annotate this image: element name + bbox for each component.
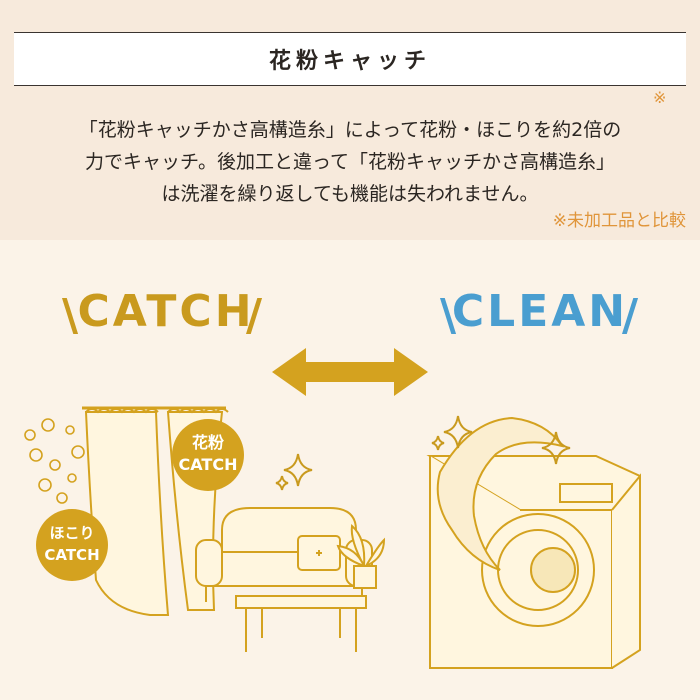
title-bar: 花粉キャッチ xyxy=(14,32,686,86)
pollen-catch-badge xyxy=(172,419,244,491)
pollen-badge-label: 花粉 CATCH xyxy=(172,432,244,476)
dust-catch-badge xyxy=(36,509,108,581)
dust-badge-line-1: ほこり xyxy=(49,524,95,542)
description-text: 「花粉キャッチかさ高構造糸」によって花粉・ほこりを約2倍の 力でキャッチ。後加工… xyxy=(0,114,700,210)
catch-heading: CATCH xyxy=(77,286,255,337)
sparkle-icon xyxy=(275,453,313,491)
description-line-2: 力でキャッチ。後加工と違って「花粉キャッチかさ高構造糸」 xyxy=(84,151,616,173)
pollen-badge-line-1: 花粉 xyxy=(191,433,224,452)
plant-icon xyxy=(336,524,386,589)
clean-heading: CLEAN xyxy=(451,286,629,337)
pollen-badge-line-2: CATCH xyxy=(178,455,238,474)
clean-slash-left: \ xyxy=(440,290,457,341)
illustration-scene xyxy=(24,348,641,669)
footnote: ※未加工品と比較 xyxy=(552,211,686,231)
catch-slash-right: / xyxy=(246,290,263,341)
dust-badge-line-2: CATCH xyxy=(44,546,100,564)
description-line-1: 「花粉キャッチかさ高構造糸」によって花粉・ほこりを約2倍の xyxy=(78,119,622,141)
catch-slash-left: \ xyxy=(62,290,79,341)
washing-machine-icon xyxy=(426,416,641,669)
description-line-3: は洗濯を繰り返しても機能は失われません。 xyxy=(161,183,539,205)
clean-slash-right: / xyxy=(622,290,639,341)
page-title: 花粉キャッチ xyxy=(268,49,431,74)
dust-badge-label: ほこり CATCH xyxy=(36,522,108,566)
table-icon xyxy=(235,595,367,652)
double-arrow-icon xyxy=(272,348,428,396)
sparkle-icon-right xyxy=(431,415,571,465)
footnote-mark: ※ xyxy=(653,88,667,107)
